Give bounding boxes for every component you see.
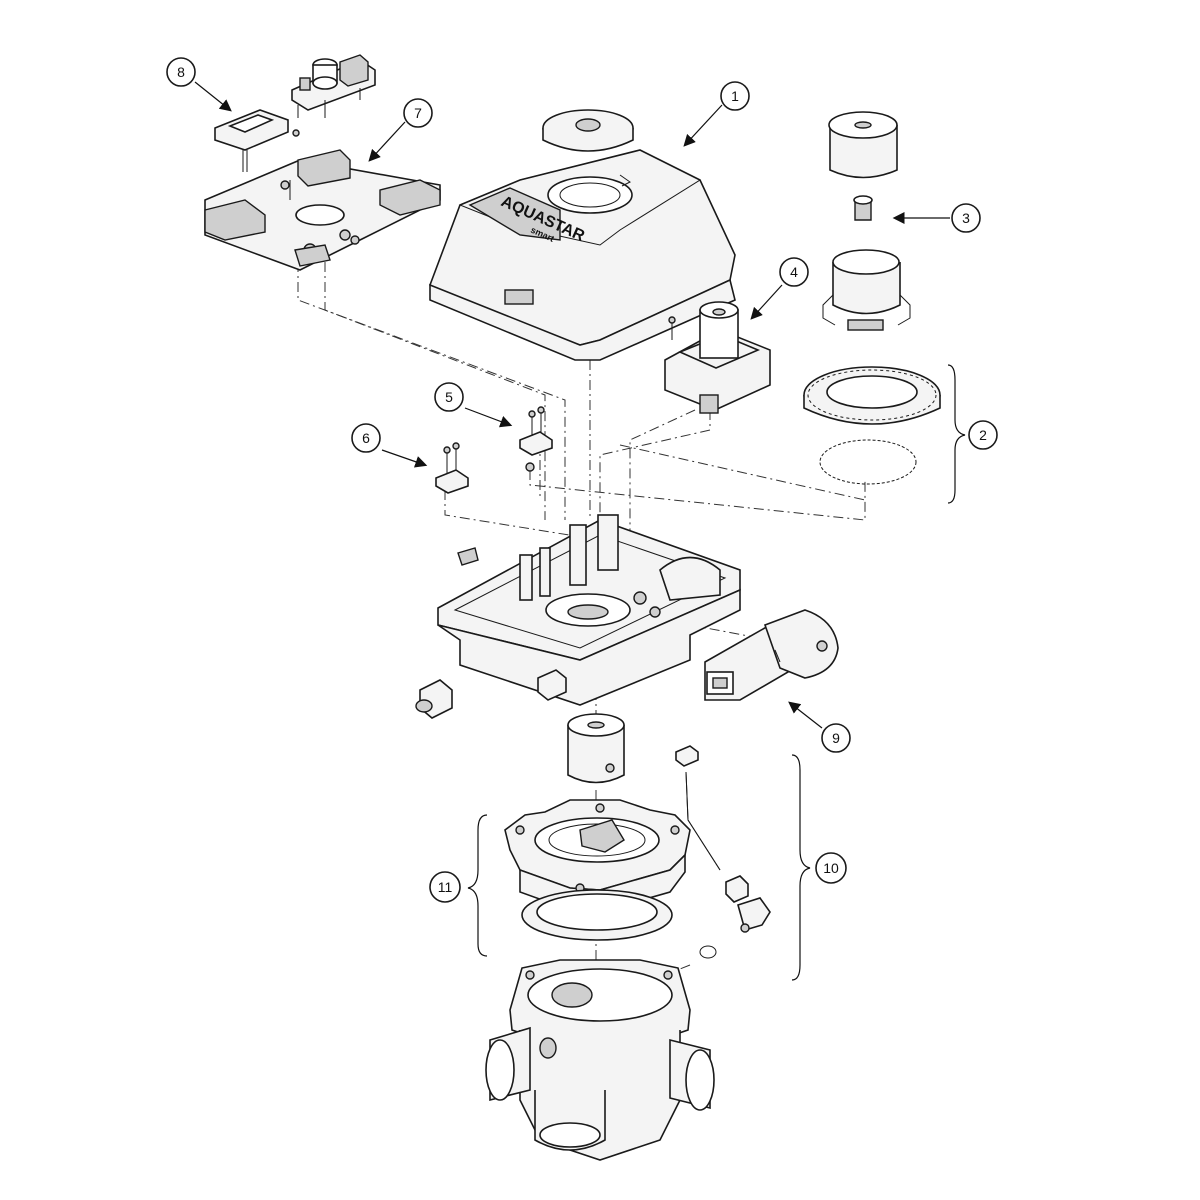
leader-arrows xyxy=(194,81,950,729)
callout-10: 10 xyxy=(815,852,847,884)
callout-2: 2 xyxy=(968,420,998,450)
callout-label-10: 10 xyxy=(823,860,839,876)
callout-8: 8 xyxy=(166,57,196,87)
callout-label-2: 2 xyxy=(979,427,987,443)
bracket-5 xyxy=(519,406,553,472)
callout-3: 3 xyxy=(951,203,981,233)
display-module xyxy=(214,109,300,172)
callout-label-1: 1 xyxy=(731,88,739,104)
power-supply-board xyxy=(291,54,376,118)
callout-label-4: 4 xyxy=(790,264,798,280)
motor-unit xyxy=(664,301,771,414)
main-cover: AQUASTAR smart xyxy=(429,109,736,361)
callout-label-7: 7 xyxy=(414,105,422,121)
callout-label-9: 9 xyxy=(832,730,840,746)
valve-seal xyxy=(521,889,673,941)
assembly-lines xyxy=(297,262,866,1000)
housing-base xyxy=(437,514,741,706)
callout-9: 9 xyxy=(821,723,851,753)
shaft-coupling xyxy=(567,713,625,784)
brace-10 xyxy=(791,754,811,981)
callout-4: 4 xyxy=(779,257,809,287)
bracket-6 xyxy=(435,442,469,494)
callout-6: 6 xyxy=(351,423,381,453)
brace-2 xyxy=(947,364,966,504)
callout-1: 1 xyxy=(720,81,750,111)
brace-11 xyxy=(467,814,488,957)
cam-assembly xyxy=(822,111,911,331)
callout-label-11: 11 xyxy=(438,879,453,895)
valve-body xyxy=(485,959,715,1161)
callout-label-3: 3 xyxy=(962,210,970,226)
callout-label-5: 5 xyxy=(445,389,453,405)
hose-fittings xyxy=(675,745,771,959)
callout-11: 11 xyxy=(429,871,461,903)
control-board-pcb xyxy=(204,149,441,271)
bearing-ring xyxy=(819,439,917,485)
callout-5: 5 xyxy=(434,382,464,412)
callout-7: 7 xyxy=(403,98,433,128)
gear-wheel xyxy=(803,366,941,425)
cable-gland-right xyxy=(537,669,567,701)
callout-label-8: 8 xyxy=(177,64,185,80)
callout-label-6: 6 xyxy=(362,430,370,446)
handle-lever xyxy=(704,609,839,701)
cable-gland-left xyxy=(415,679,453,719)
